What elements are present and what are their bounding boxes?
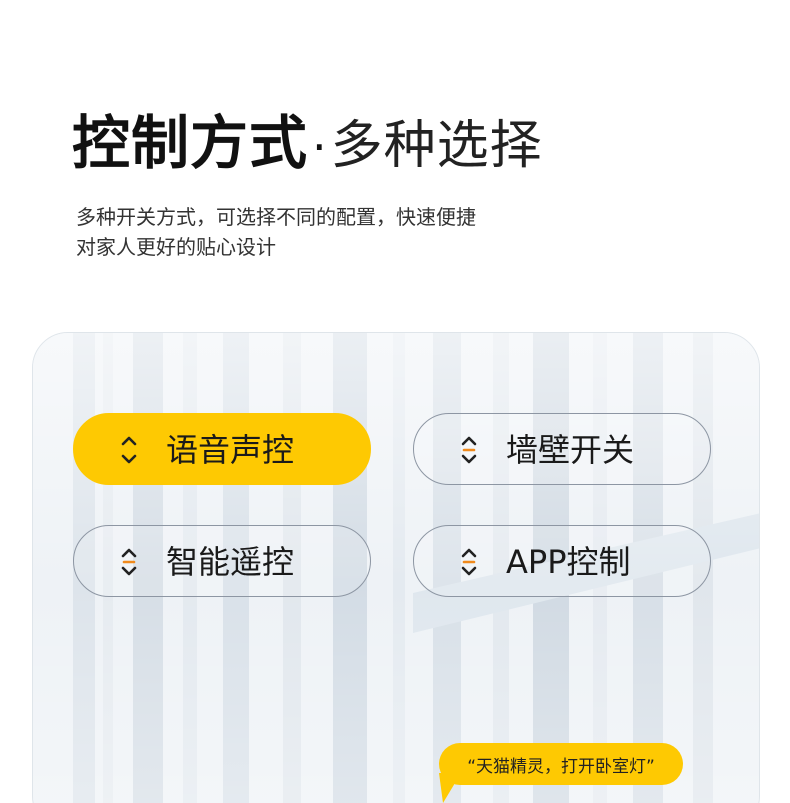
speech-bubble-tail	[439, 773, 461, 803]
speech-bubble-text: “天猫精灵，打开卧室灯”	[467, 756, 655, 777]
option-label: 语音声控	[166, 431, 295, 469]
speech-bubble: “天猫精灵，打开卧室灯”	[439, 743, 683, 785]
option-wall-switch[interactable]: 墙壁开关	[413, 413, 711, 485]
title-separator: ·	[312, 120, 327, 174]
option-app-control[interactable]: APP控制	[413, 525, 711, 597]
up-down-arrows-icon	[121, 548, 137, 576]
control-options-card: 语音声控 墙壁开关 智能遥控 APP控制	[32, 332, 760, 803]
description-line-2: 对家人更好的贴心设计	[76, 235, 276, 259]
title-bold-part: 控制方式	[72, 109, 309, 177]
option-smart-remote[interactable]: 智能遥控	[73, 525, 371, 597]
up-down-arrows-icon	[121, 436, 137, 464]
page-title: 控制方式 · 多种选择	[72, 96, 543, 180]
title-light-part: 多种选择	[330, 116, 543, 176]
option-label: 墙壁开关	[506, 431, 635, 469]
curtain-background-image	[33, 333, 759, 803]
option-voice-control[interactable]: 语音声控	[73, 413, 371, 485]
description-line-1: 多种开关方式，可选择不同的配置，快速便捷	[76, 205, 476, 229]
option-label: 智能遥控	[166, 543, 295, 581]
description: 多种开关方式，可选择不同的配置，快速便捷 对家人更好的贴心设计	[76, 202, 476, 262]
up-down-arrows-icon	[461, 548, 477, 576]
option-label: APP控制	[506, 543, 631, 581]
up-down-arrows-icon	[461, 436, 477, 464]
